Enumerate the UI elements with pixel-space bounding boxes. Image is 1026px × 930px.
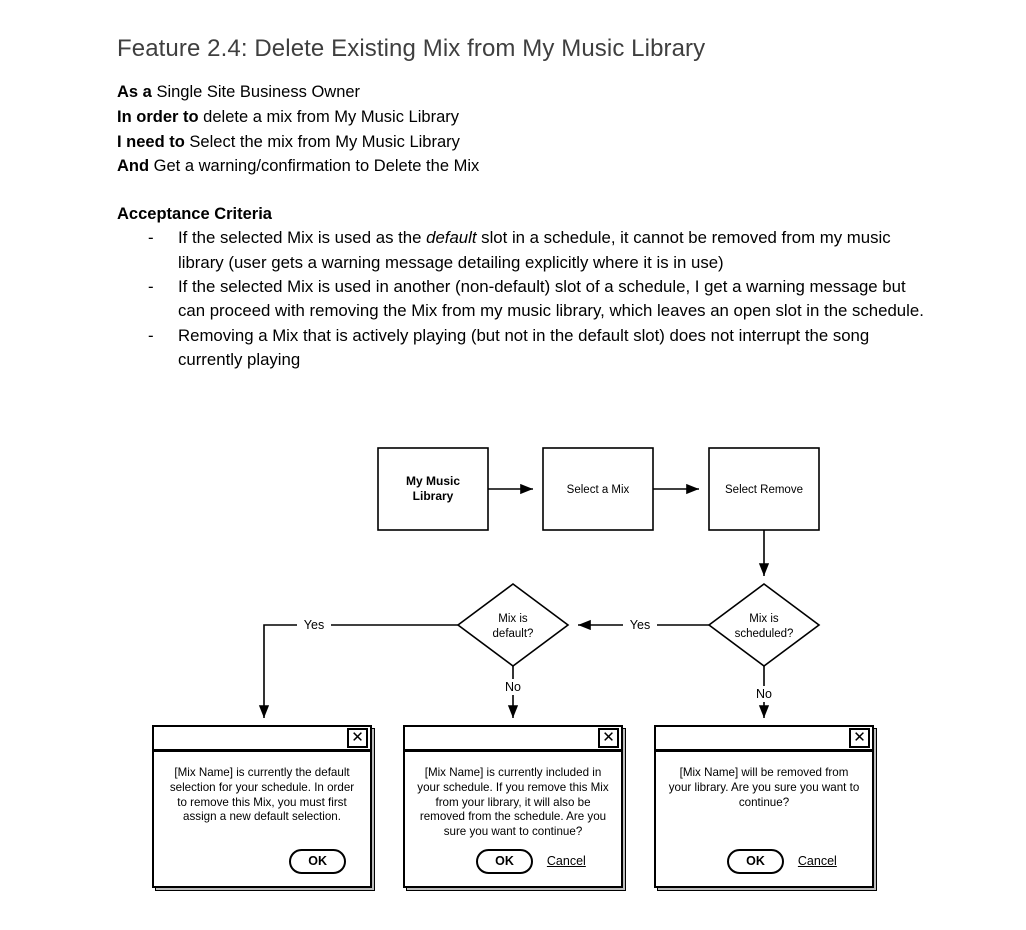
flow-edge-default-yes-to-dialog1 [258,624,458,718]
dialog-message: [Mix Name] is currently the default sele… [154,752,370,825]
close-icon[interactable]: ✕ [598,728,619,748]
dialog-actions: OK [154,848,370,874]
acceptance-criteria-item: - If the selected Mix is used as the defa… [117,226,927,275]
criteria-text-post: slot in a schedule, it cannot be removed… [178,228,891,272]
dialog-message-line: sure you want to continue? [443,825,583,839]
flow-edge-label-scheduled-no: No [756,687,772,701]
dialog-message-line: continue? [738,795,790,809]
document-body: Feature 2.4: Delete Existing Mix from My… [117,34,927,373]
dialog-message: [Mix Name] will be removed from your lib… [656,752,872,810]
dialog-title-bar: ✕ [656,727,872,752]
dialog-message-line: [Mix Name] is currently included in [424,766,602,779]
edge-label-backdrop [500,679,527,695]
edge-label-backdrop [623,617,657,633]
flow-decision-mix-is-scheduled [707,583,821,667]
ok-button[interactable]: OK [727,848,784,874]
dialog-message-line: your library. Are you sure you want to [668,780,860,794]
flow-decision-mix-is-default-label-line2: default? [493,628,534,640]
story-line-as-a: As a Single Site Business Owner [117,80,927,105]
dialog-message-line: removed from the schedule. Are you [419,810,607,824]
ok-button[interactable]: OK [476,848,533,874]
cancel-link[interactable]: Cancel [797,854,837,869]
flow-edge-label-default-yes: Yes [304,618,324,632]
story-lead-as-a: As a [117,83,157,101]
dialog-message: [Mix Name] is currently included in your… [405,752,621,840]
close-icon[interactable]: ✕ [347,728,368,748]
story-lead-in-order-to: In order to [117,107,204,126]
acceptance-criteria-heading: Acceptance Criteria [117,205,272,224]
flow-edge-label-scheduled-yes: Yes [630,618,650,632]
story-lead-i-need-to: I need to [117,132,190,151]
flow-node-select-a-mix-label: Select a Mix [567,484,630,496]
edge-label-backdrop [297,617,331,633]
dialog-message-line: selection for your schedule. In order [169,780,355,794]
criteria-text-emphasis: default [426,228,477,248]
dialog-title-bar: ✕ [405,727,621,752]
acceptance-criteria-list: - If the selected Mix is used as the defa… [117,226,927,372]
dialog-message-line: assign a new default selection. [183,810,341,824]
user-story-block: As a Single Site Business Owner In order… [117,80,927,179]
acceptance-criteria-item: - If the selected Mix is used in another … [117,275,927,324]
bullet-dash: - [148,228,154,248]
flow-decision-mix-is-scheduled-label-line2: scheduled? [735,628,794,640]
cancel-link[interactable]: Cancel [546,854,586,869]
dialog-actions: OK Cancel [656,848,872,874]
dialog-title-bar: ✕ [154,727,370,752]
flow-node-select-remove [708,447,820,531]
close-icon[interactable]: ✕ [849,728,870,748]
bullet-dash: - [148,325,154,345]
criteria-text-pre: If the selected Mix is used in another (… [178,277,924,321]
story-line-and: And Get a warning/confirmation to Delete… [117,154,927,179]
story-line-i-need-to: I need to Select the mix from My Music L… [117,130,927,155]
dialog-message-line: [Mix Name] will be removed from [679,766,849,779]
story-text-in-order-to: delete a mix from My Music Library [203,107,459,126]
flow-decision-mix-is-default-label-line1: Mix is [498,613,528,625]
acceptance-criteria-item: - Removing a Mix that is actively playing… [117,324,927,373]
flow-node-my-music-library-label-line2: Library [413,489,454,503]
dialog-default-mix-warning: ✕ [Mix Name] is currently the default se… [152,725,372,888]
story-text-as-a: Single Site Business Owner [156,83,361,101]
edge-label-backdrop [751,686,778,702]
ok-button[interactable]: OK [289,848,346,874]
bullet-dash: - [148,277,154,296]
dialog-message-line: from your library, it will also be [435,795,591,809]
flow-node-my-music-library [377,447,489,531]
dialog-message-line: [Mix Name] is currently the default [174,766,350,779]
dialog-message-line: to remove this Mix, you must first [177,795,347,809]
story-text-i-need-to: Select the mix from My Music Library [189,132,460,151]
flow-node-select-remove-label: Select Remove [725,484,803,496]
dialog-scheduled-mix-warning: ✕ [Mix Name] is currently included in yo… [403,725,623,888]
criteria-text-pre: Removing a Mix that is actively playing … [178,325,870,370]
story-line-in-order-to: In order to delete a mix from My Music L… [117,105,927,130]
flow-decision-mix-is-scheduled-label-line1: Mix is [749,613,779,625]
story-lead-and: And [117,157,154,176]
dialog-remove-confirmation: ✕ [Mix Name] will be removed from your l… [654,725,874,888]
flow-decision-mix-is-default [456,583,570,667]
dialog-actions: OK Cancel [405,848,621,874]
criteria-text-pre: If the selected Mix is used as the [178,228,427,248]
flow-node-select-a-mix [542,447,654,531]
story-text-and: Get a warning/confirmation to Delete the… [153,157,480,176]
flow-node-my-music-library-label-line1: My Music [406,474,460,488]
flow-edge-label-default-no: No [505,680,521,694]
page-title: Feature 2.4: Delete Existing Mix from My… [117,35,706,62]
dialog-message-line: your schedule. If you remove this Mix [417,780,609,794]
